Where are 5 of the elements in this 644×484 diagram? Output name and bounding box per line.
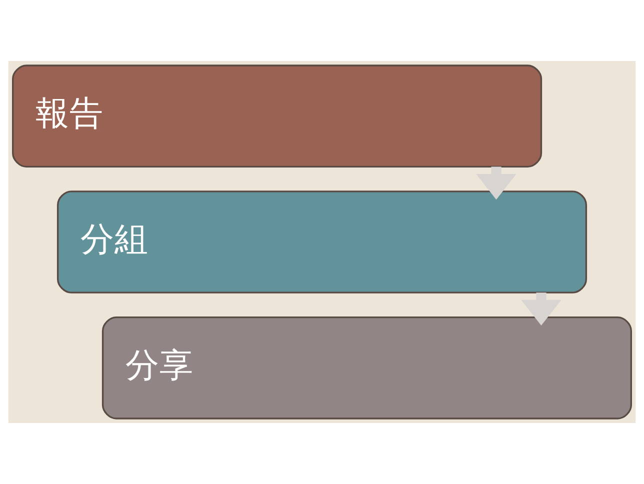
arrow: [521, 292, 562, 326]
node-box: 報告: [12, 64, 542, 168]
arrow: [476, 166, 516, 200]
node-box: 分享: [102, 316, 632, 420]
node-box: 分組: [56, 190, 588, 294]
